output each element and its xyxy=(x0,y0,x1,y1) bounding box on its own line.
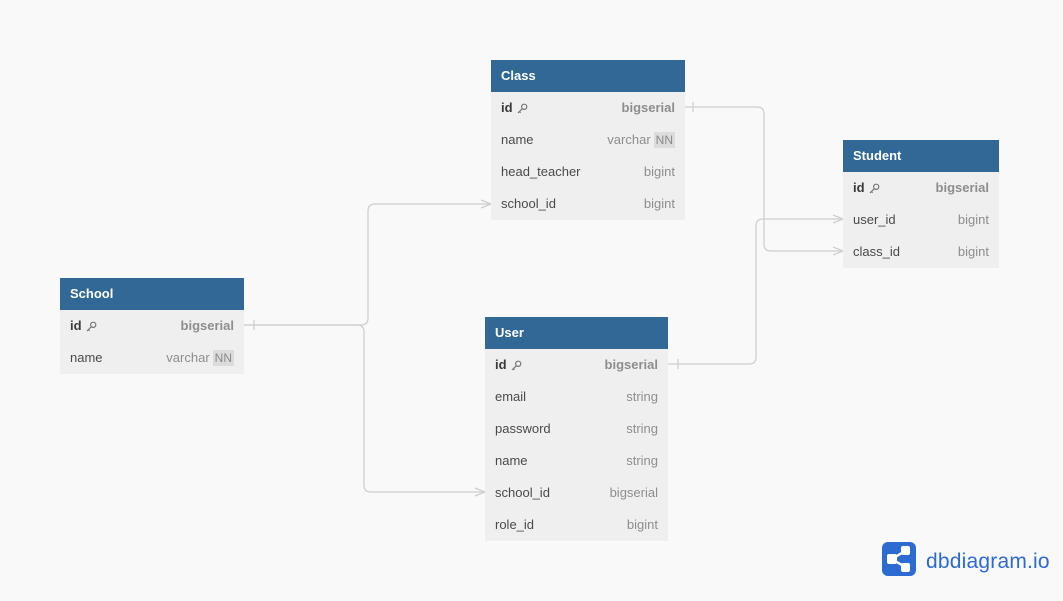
field-type-wrap: string xyxy=(626,381,658,413)
field-type: bigserial xyxy=(604,357,658,372)
field-name: user_id xyxy=(853,212,896,227)
field-type: varchar xyxy=(166,350,210,365)
field-type: string xyxy=(626,453,658,468)
field-row-user-id[interactable]: id bigserial xyxy=(485,349,668,381)
field-type-wrap: bigserial xyxy=(181,310,234,342)
field-name: id xyxy=(495,357,507,372)
field-type: string xyxy=(626,421,658,436)
field-name-wrap: id xyxy=(501,92,528,124)
field-type-wrap: bigint xyxy=(958,204,989,236)
field-type-wrap: bigserial xyxy=(605,349,658,381)
field-name: name xyxy=(70,350,103,365)
table-header-class[interactable]: Class xyxy=(491,60,685,92)
field-row-student-user_id[interactable]: user_id bigint xyxy=(843,204,999,236)
field-row-class-id[interactable]: id bigserial xyxy=(491,92,685,124)
field-name-wrap: school_id xyxy=(501,188,556,220)
field-type: string xyxy=(626,389,658,404)
field-type-wrap: bigint xyxy=(958,236,989,268)
field-type: bigserial xyxy=(935,180,989,195)
field-type-wrap: string xyxy=(626,413,658,445)
field-type: varchar xyxy=(607,132,651,147)
field-name-wrap: id xyxy=(853,172,880,204)
field-type-wrap: bigint xyxy=(644,188,675,220)
field-name: school_id xyxy=(501,196,556,211)
field-row-user-name[interactable]: name string xyxy=(485,445,668,477)
dbdiagram-logo[interactable]: dbdiagram.io xyxy=(882,542,1050,581)
table-header-student[interactable]: Student xyxy=(843,140,999,172)
field-type: bigint xyxy=(643,196,675,211)
primary-key-icon xyxy=(86,321,97,332)
field-name-wrap: class_id xyxy=(853,236,900,268)
field-row-user-role_id[interactable]: role_id bigint xyxy=(485,509,668,541)
share-nodes-icon xyxy=(882,542,916,581)
field-name-wrap: email xyxy=(495,381,526,413)
table-header-user[interactable]: User xyxy=(485,317,668,349)
field-row-user-school_id[interactable]: school_id bigserial xyxy=(485,477,668,509)
field-name-wrap: head_teacher xyxy=(501,156,581,188)
field-type-wrap: bigserial xyxy=(936,172,989,204)
field-row-student-id[interactable]: id bigserial xyxy=(843,172,999,204)
field-name-wrap: id xyxy=(70,310,97,342)
field-name: role_id xyxy=(495,517,535,532)
field-name: id xyxy=(501,100,513,115)
field-type: bigint xyxy=(626,517,658,532)
field-row-student-class_id[interactable]: class_id bigint xyxy=(843,236,999,268)
field-name: name xyxy=(495,453,528,468)
field-name: id xyxy=(853,180,865,195)
field-row-class-school_id[interactable]: school_id bigint xyxy=(491,188,685,220)
field-name: school_id xyxy=(495,485,550,500)
logo-text: dbdiagram.io xyxy=(926,549,1050,573)
field-type-wrap: bigserial xyxy=(610,477,658,509)
field-name-wrap: password xyxy=(495,413,551,445)
field-type-wrap: bigint xyxy=(644,156,675,188)
field-name: head_teacher xyxy=(501,164,581,179)
field-name-wrap: school_id xyxy=(495,477,550,509)
primary-key-icon xyxy=(869,183,880,194)
field-name-wrap: role_id xyxy=(495,509,534,541)
field-type: bigserial xyxy=(609,485,658,500)
field-row-user-email[interactable]: email string xyxy=(485,381,668,413)
field-name: id xyxy=(70,318,82,333)
primary-key-icon xyxy=(511,360,522,371)
field-name: password xyxy=(495,421,551,436)
field-row-user-password[interactable]: password string xyxy=(485,413,668,445)
field-type: bigserial xyxy=(621,100,675,115)
field-type: bigserial xyxy=(180,318,234,333)
field-name-wrap: name xyxy=(501,124,534,156)
field-name: email xyxy=(495,389,527,404)
field-type: bigint xyxy=(957,244,989,259)
field-name-wrap: id xyxy=(495,349,522,381)
field-name-wrap: name xyxy=(70,342,103,374)
field-name-wrap: user_id xyxy=(853,204,896,236)
field-type: bigint xyxy=(643,164,675,179)
primary-key-icon xyxy=(517,103,528,114)
table-header-school[interactable]: School xyxy=(60,278,244,310)
field-name: name xyxy=(501,132,534,147)
field-type-wrap: bigserial xyxy=(622,92,675,124)
field-type-wrap: bigint xyxy=(627,509,658,541)
not-null-badge: NN xyxy=(653,132,675,148)
field-type-wrap: string xyxy=(626,445,658,477)
field-row-class-head_teacher[interactable]: head_teacher bigint xyxy=(491,156,685,188)
table-user[interactable]: User id bigserial email string password string… xyxy=(485,317,668,541)
field-name-wrap: name xyxy=(495,445,528,477)
field-name: class_id xyxy=(853,244,900,259)
not-null-badge: NN xyxy=(212,350,234,366)
field-type: bigint xyxy=(957,212,989,227)
field-row-school-id[interactable]: id bigserial xyxy=(60,310,244,342)
